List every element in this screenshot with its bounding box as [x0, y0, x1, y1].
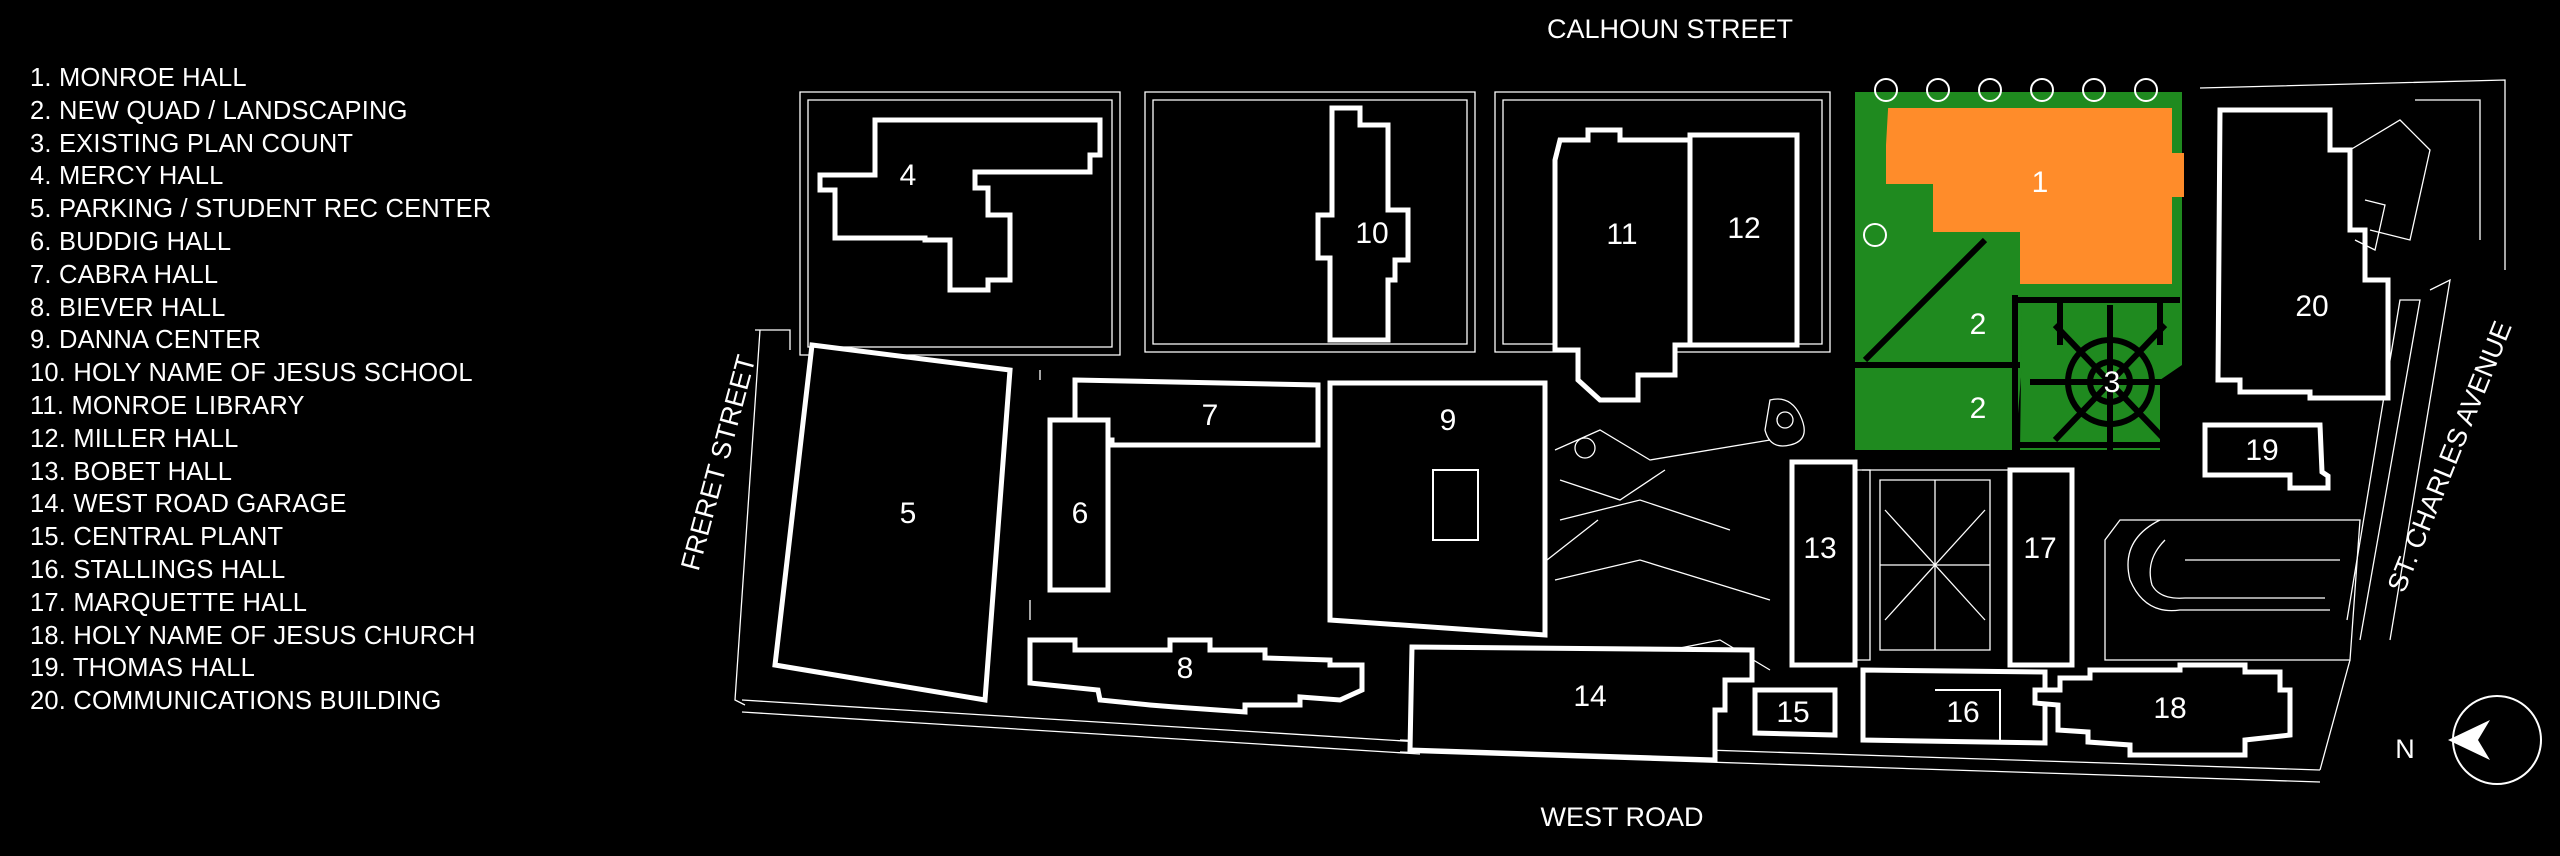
building-label: 12	[1727, 212, 1760, 245]
legend-item: 6. BUDDIG HALL	[30, 227, 232, 256]
street-label-west-road: WEST ROAD	[1540, 802, 1703, 832]
building-label: 8	[1177, 652, 1194, 685]
legend-item: 12. MILLER HALL	[30, 424, 239, 453]
area-3-existing-plan-count: 3	[2104, 366, 2121, 399]
building-label: 9	[1440, 404, 1457, 437]
building-10-holy-name-school: 10	[1315, 105, 1411, 343]
legend-item: 20. COMMUNICATIONS BUILDING	[30, 687, 442, 716]
legend-item: 18. HOLY NAME OF JESUS CHURCH	[30, 621, 476, 650]
building-8-biever-hall: 8	[1027, 637, 1365, 715]
site-linework	[734, 79, 2506, 783]
building-19-thomas-hall: 19	[2202, 422, 2331, 491]
building-label: 1	[2032, 166, 2049, 199]
building-label: 5	[900, 497, 917, 530]
building-label: 15	[1776, 696, 1809, 729]
building-7-cabra-hall: 7	[1072, 377, 1321, 448]
building-label: 11	[1606, 218, 1637, 251]
building-4-mercy-hall: 4	[817, 117, 1103, 293]
legend-item: 16. STALLINGS HALL	[30, 555, 286, 584]
building-label: 18	[2153, 692, 2186, 725]
building-20-communications: 20	[2215, 107, 2431, 401]
legend-item: 17. MARQUETTE HALL	[30, 588, 308, 617]
building-1-monroe-hall: 1	[1886, 108, 2184, 284]
quad-paths	[1855, 237, 2182, 455]
building-label: 20	[2295, 290, 2328, 323]
building-label: 13	[1803, 532, 1836, 565]
building-label: 16	[1946, 696, 1979, 729]
building-13-bobet-hall: 13	[1789, 459, 1858, 668]
legend-item: 13. BOBET HALL	[30, 457, 233, 486]
map-legend: 1. MONROE HALL 2. NEW QUAD / LANDSCAPING…	[30, 62, 492, 718]
building-label: 19	[2245, 434, 2278, 467]
legend-item: 2. NEW QUAD / LANDSCAPING	[30, 96, 408, 125]
building-16-stallings-hall: 16	[1860, 667, 2048, 746]
legend-item: 14. WEST ROAD GARAGE	[30, 490, 347, 519]
north-label: N	[2395, 734, 2415, 764]
legend-item: 3. EXISTING PLAN COUNT	[30, 129, 354, 158]
street-label-st-charles: ST. CHARLES AVENUE	[2382, 317, 2518, 596]
compass-arrow-icon	[2448, 720, 2490, 760]
legend-item: 11. MONROE LIBRARY	[30, 391, 305, 420]
legend-item: 9. DANNA CENTER	[30, 326, 262, 355]
legend-item: 10. HOLY NAME OF JESUS SCHOOL	[30, 359, 473, 388]
legend-item: 15. CENTRAL PLANT	[30, 523, 284, 552]
building-label: 7	[1202, 399, 1219, 432]
legend-item: 1. MONROE HALL	[30, 64, 247, 92]
building-label: 6	[1072, 497, 1089, 530]
street-label-calhoun: CALHOUN STREET	[1547, 14, 1793, 44]
building-2-new-quad: 2 2	[1970, 308, 1987, 425]
building-6-buddig-hall: 6	[1047, 417, 1111, 593]
building-15-central-plant: 15	[1752, 687, 1838, 738]
building-label: 4	[900, 159, 917, 192]
building-label: 17	[2023, 532, 2056, 565]
building-label: 2	[1970, 308, 1987, 341]
street-label-freret: FRERET STREET	[675, 352, 761, 574]
building-5-parking-rec-center: 5	[772, 342, 1013, 703]
legend-item: 8. BIEVER HALL	[30, 293, 226, 322]
legend-item: 5. PARKING / STUDENT REC CENTER	[30, 195, 492, 224]
building-12-miller-hall: 12	[1687, 132, 1800, 348]
building-label: 14	[1573, 680, 1606, 713]
legend-item: 4. MERCY HALL	[30, 162, 224, 191]
building-18-holy-name-church: 18	[2032, 662, 2293, 758]
building-label: 3	[2104, 366, 2121, 399]
building-17-marquette-hall: 17	[2007, 467, 2075, 668]
building-label: 10	[1355, 217, 1388, 250]
building-label: 2	[1970, 392, 1987, 425]
north-arrow: N	[2395, 695, 2542, 785]
building-9-danna-center: 9	[1327, 380, 1548, 638]
legend-item: 7. CABRA HALL	[30, 260, 219, 289]
legend-item: 19. THOMAS HALL	[30, 654, 256, 683]
quad-trees	[1863, 78, 2158, 247]
building-14-west-road-garage: 14	[1407, 644, 1755, 763]
